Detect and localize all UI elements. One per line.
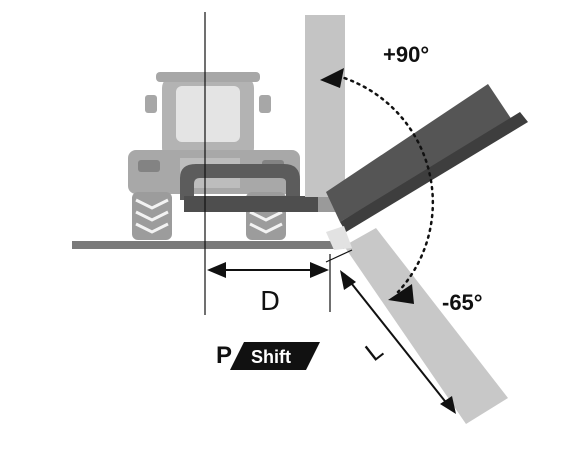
arm-tilted-down — [344, 228, 508, 424]
tractor-cab-roof — [156, 72, 260, 82]
mounting-beam — [184, 196, 334, 212]
mounting-frame — [180, 164, 300, 200]
dimension-d-arrow-left — [207, 262, 226, 278]
arm-tilted-up — [326, 84, 512, 222]
logo-letter: P — [216, 342, 232, 369]
pshift-logo: P Shift — [216, 342, 320, 370]
angle-arc-arrow-up — [320, 68, 344, 88]
dimension-l-tick-top — [325, 249, 353, 263]
dimension-l-line — [343, 273, 453, 411]
arm-tilted-up-rail — [340, 112, 528, 232]
tractor-mirror-right — [259, 95, 271, 113]
arm-tilted-down-hinge — [326, 226, 352, 250]
logo-badge — [230, 342, 320, 370]
tractor-wheel-left-tread — [135, 198, 169, 234]
angle-arc — [336, 74, 435, 294]
logo-word: Shift — [251, 347, 291, 367]
tractor-mirror-left — [145, 95, 157, 113]
tractor-cab-window — [176, 86, 240, 142]
angle-down-label: -65° — [442, 290, 483, 315]
length-label: L — [360, 336, 388, 367]
tractor — [128, 72, 300, 240]
angle-up-label: +90° — [383, 42, 429, 67]
angle-arc-arrow-down — [388, 284, 414, 304]
ground-line — [72, 241, 344, 249]
tractor-headlight-left — [138, 160, 160, 172]
dimension-d-arrow-right — [310, 262, 329, 278]
dimension-l-arrow-top — [340, 270, 356, 290]
distance-label: D — [260, 287, 280, 317]
arm-vertical-position — [305, 15, 345, 197]
dimension-l-arrow-bottom — [440, 396, 456, 414]
